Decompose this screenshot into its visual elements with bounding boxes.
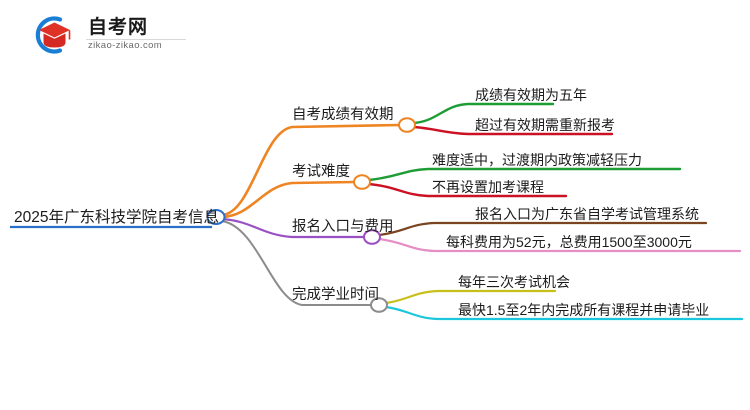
- leaf-label-1-1[interactable]: 成绩有效期为五年: [475, 87, 587, 103]
- leaf-label-1-2[interactable]: 超过有效期需重新报考: [475, 117, 615, 133]
- leaf-label-3-1[interactable]: 报名入口为广东省自学考试管理系统: [475, 206, 699, 222]
- root-node[interactable]: [206, 209, 226, 225]
- branch-node-1[interactable]: [398, 117, 416, 133]
- root-label[interactable]: 2025年广东科技学院自考信息: [14, 209, 219, 226]
- branch-node-2[interactable]: [353, 174, 371, 190]
- branch-node-4[interactable]: [370, 297, 388, 313]
- leaf-curve-2-1: [367, 167, 682, 182]
- leaf-label-4-1[interactable]: 每年三次考试机会: [458, 274, 570, 290]
- branch-label-2[interactable]: 考试难度: [292, 164, 350, 180]
- logo-title: 自考网: [88, 17, 149, 38]
- branch-label-1[interactable]: 自考成绩有效期: [292, 107, 394, 123]
- branch-label-3[interactable]: 报名入口与费用: [292, 219, 394, 235]
- branch-node-3[interactable]: [363, 229, 381, 245]
- leaf-curve-3-2: [377, 237, 742, 253]
- leaf-curve-4-2: [384, 305, 744, 321]
- logo-divider: [86, 39, 186, 40]
- leaf-curve-2-2: [367, 182, 568, 198]
- leaf-curve-1-2: [412, 125, 614, 136]
- logo-domain: zikao-zikao.com: [88, 40, 163, 51]
- leaf-curve-4-1: [384, 289, 557, 305]
- leaf-label-4-2[interactable]: 最快1.5至2年内完成所有课程并申请毕业: [458, 302, 710, 318]
- leaf-label-2-2[interactable]: 不再设置加考课程: [432, 179, 544, 195]
- leaf-curve-3-1: [377, 221, 708, 237]
- branch-curve-3: [220, 217, 367, 239]
- site-logo: 自考网 zikao-zikao.com: [30, 10, 190, 60]
- leaf-curve-1-1: [412, 102, 555, 125]
- branch-curve-4: [221, 220, 373, 306]
- branch-label-4[interactable]: 完成学业时间: [292, 287, 379, 303]
- branch-curve-1: [220, 123, 402, 217]
- leaf-label-2-1[interactable]: 难度适中，过渡期内政策减轻压力: [432, 152, 642, 168]
- leaf-label-3-2[interactable]: 每科费用为52元，总费用1500至3000元: [446, 234, 692, 250]
- branch-curve-2: [220, 180, 357, 219]
- graduation-cap-in-circle-logo-icon: [35, 16, 71, 54]
